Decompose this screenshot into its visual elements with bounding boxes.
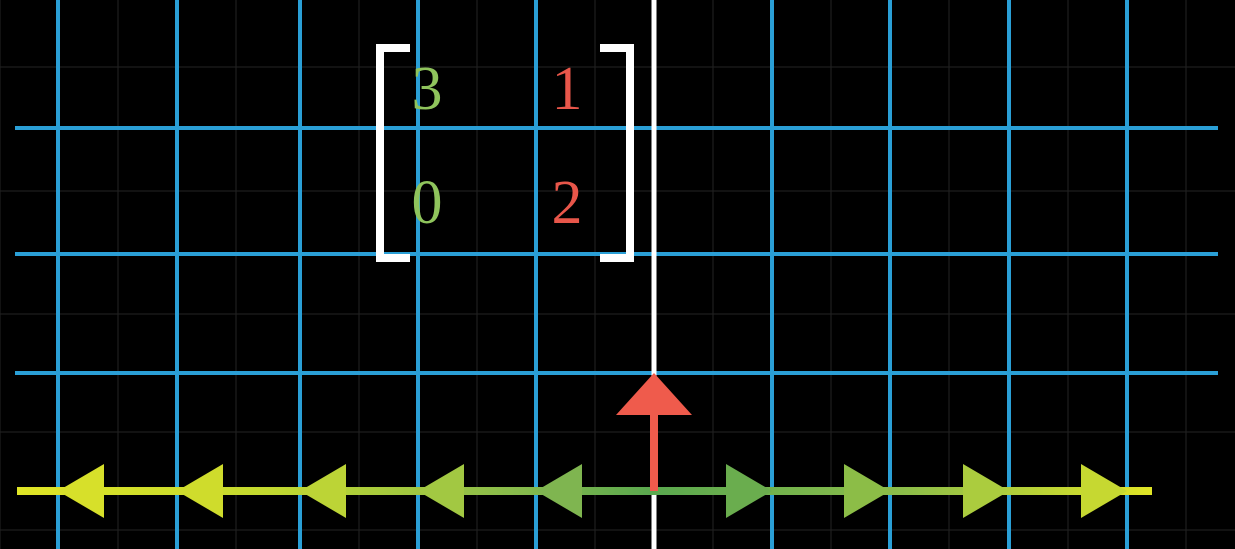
matrix-bracket-left-top-serif: [376, 44, 410, 52]
right-arrow-4: [1081, 464, 1127, 518]
left-arrow-4: [418, 464, 464, 518]
right-arrow-2: [844, 464, 890, 518]
left-arrow-3: [300, 464, 346, 518]
matrix-bracket-right-bottom-serif: [600, 254, 634, 262]
right-arrow-3: [963, 464, 1009, 518]
red-vector-head: [616, 373, 692, 415]
matrix-bracket-left-bottom-serif: [376, 254, 410, 262]
matrix-bracket-right-top-serif: [600, 44, 634, 52]
left-arrow-2: [177, 464, 223, 518]
matrix-bracket-right-stem: [626, 44, 634, 262]
matrix-bracket-left-stem: [376, 44, 384, 262]
horizontal-arrowheads: [58, 464, 1127, 518]
matrix-brackets: [376, 44, 634, 262]
left-arrow-1: [58, 464, 104, 518]
red-vector-group: [616, 373, 692, 491]
major-gridlines: [15, 0, 1218, 549]
left-arrow-5: [536, 464, 582, 518]
right-arrow-1: [726, 464, 772, 518]
